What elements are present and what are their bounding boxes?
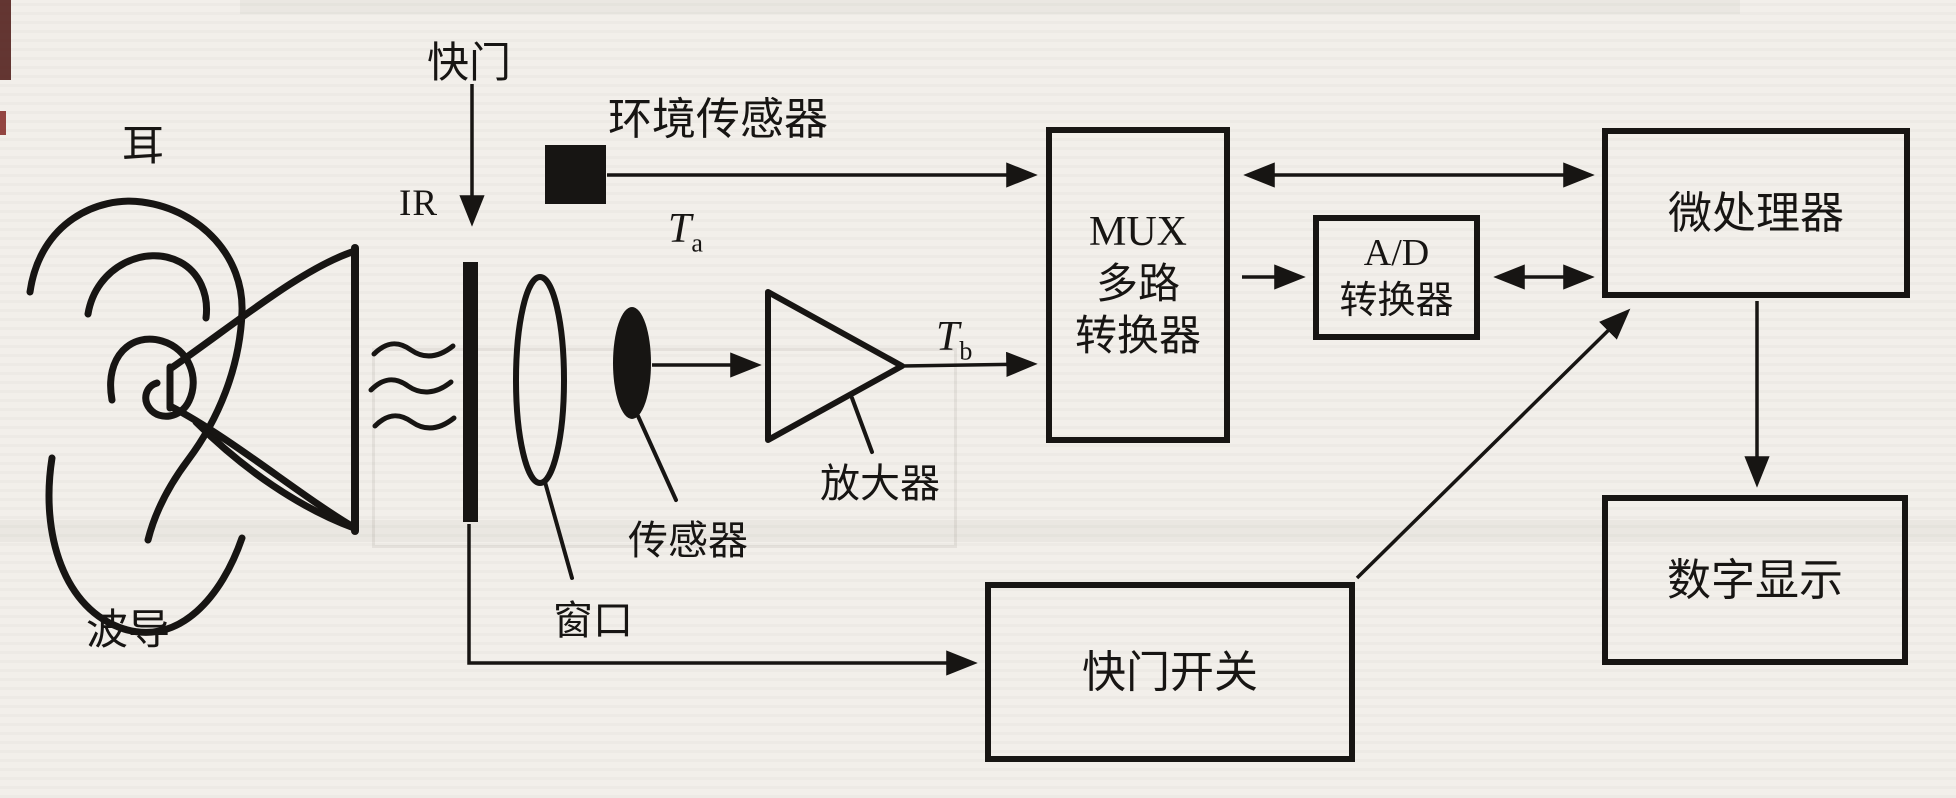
ambient-sensor-label: 环境传感器	[608, 95, 828, 144]
ear-tail-stroke	[192, 418, 358, 532]
window-label: 窗口	[553, 598, 633, 643]
ear-label: 耳	[122, 124, 165, 170]
tb-symbol: T	[936, 314, 960, 360]
amplifier-leader-line	[850, 396, 874, 454]
bleed-through-ghost-box	[372, 348, 957, 548]
scan-artifact	[0, 111, 6, 135]
shutter-plate	[463, 262, 478, 522]
waveguide-horn	[166, 244, 359, 535]
microprocessor-box: 微处理器	[1602, 128, 1910, 298]
digital-display-box: 数字显示	[1602, 495, 1908, 665]
shutterswitch-to-micro-arrow	[1355, 308, 1631, 580]
ta-symbol: T	[668, 206, 692, 252]
sensor-label: 传感器	[628, 518, 748, 563]
window-leader-line	[543, 480, 574, 580]
horn-lower-curve	[166, 402, 359, 532]
shutter-switch-label: 快门开关	[1082, 647, 1258, 697]
ir-sensor-ellipse	[613, 307, 651, 419]
microprocessor-label: 微处理器	[1668, 188, 1844, 238]
scan-artifact	[0, 0, 11, 80]
ir-wave-3	[372, 413, 457, 431]
horn-upper-curve	[166, 247, 359, 373]
mux-line-3: 转换器	[1074, 314, 1201, 361]
ear-inner-arc	[84, 252, 211, 322]
amplifier-label: 放大器	[820, 461, 940, 506]
connection-arrows	[459, 84, 1770, 676]
shutter-to-switch-line	[467, 524, 978, 676]
mux-line-2: 多路	[1095, 261, 1180, 308]
leader-lines	[543, 396, 874, 580]
adc-box: A/D 转换器	[1313, 215, 1480, 340]
sensor-leader-line	[636, 414, 678, 502]
ta-subscript: a	[691, 228, 703, 258]
mux-box: MUX 多路 转换器	[1046, 127, 1230, 443]
adc-line-1: A/D	[1363, 232, 1430, 274]
scan-streak	[0, 520, 1956, 542]
adc-line-2: 转换器	[1339, 279, 1454, 322]
ear-drawing	[26, 197, 358, 636]
mux-line-1: MUX	[1088, 209, 1187, 256]
window-lens	[513, 274, 567, 486]
ir-wave-1	[371, 341, 456, 359]
ear-canal-curl	[107, 335, 197, 420]
shutter-label: 快门	[427, 41, 512, 87]
ir-label: IR	[399, 183, 438, 224]
ta-label: Ta	[668, 205, 703, 256]
amplifier-to-mux-arrow	[901, 351, 1038, 378]
ear-lobe-curve	[45, 454, 246, 636]
ir-wave-2	[368, 377, 454, 395]
tb-label: Tb	[936, 313, 972, 364]
ambient-sensor-square	[545, 145, 606, 204]
shutter-switch-box: 快门开关	[985, 582, 1355, 762]
waveguide-label: 波导	[86, 608, 171, 654]
digital-display-label: 数字显示	[1667, 555, 1843, 605]
ear-outer-helix	[26, 197, 246, 544]
amplifier-triangle	[765, 289, 905, 443]
scan-streak	[240, 0, 1740, 14]
tb-subscript: b	[959, 336, 973, 366]
ir-waves	[368, 341, 457, 431]
